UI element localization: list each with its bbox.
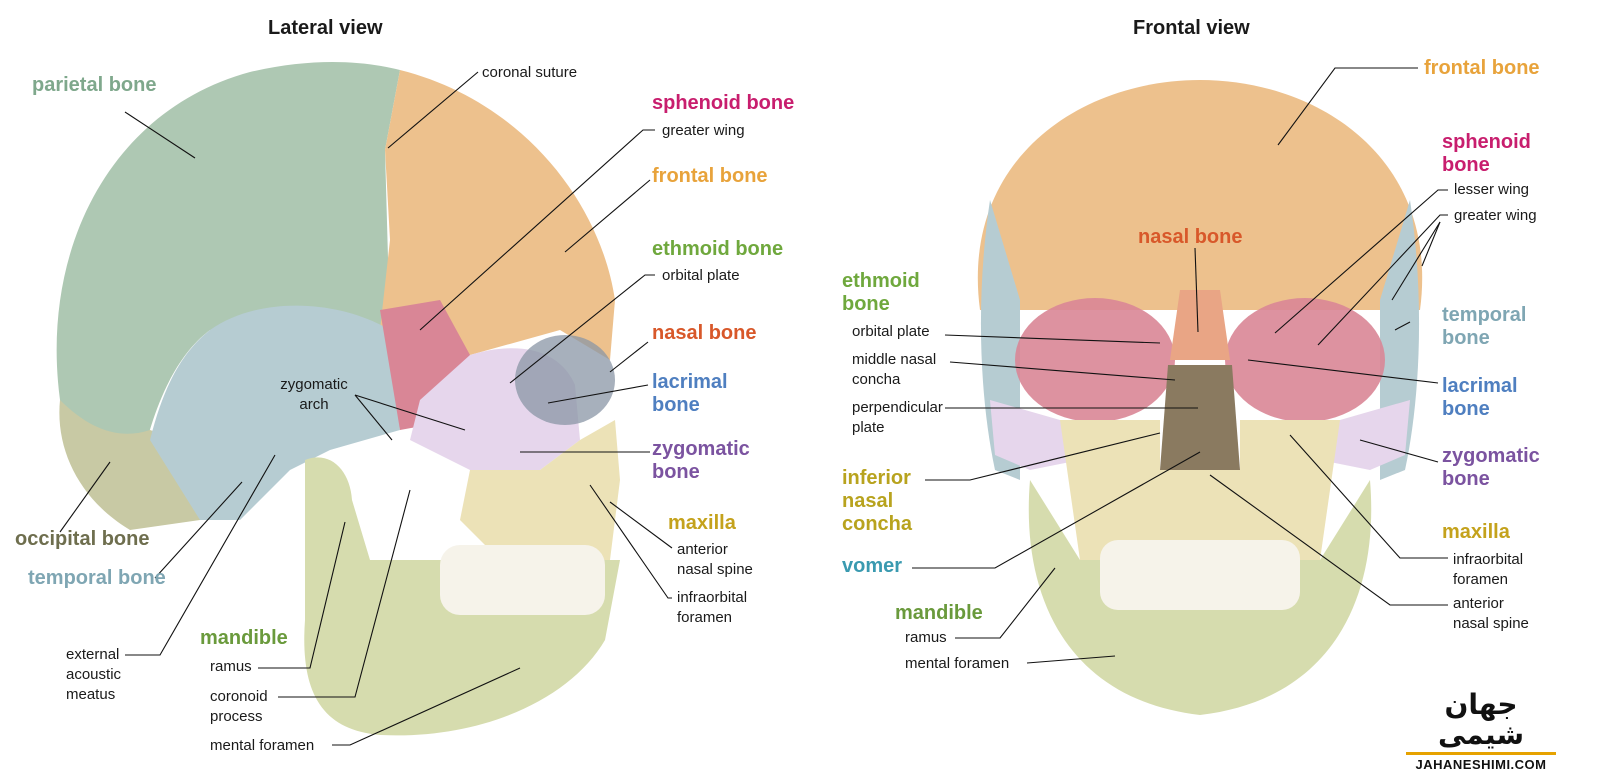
lateral-orbit [515,335,615,425]
frontal-zygomatic-left [990,400,1080,470]
lateral-anterior-nasal-spine-label: anterior nasal spine [677,541,753,578]
frontal-zygomatic-bone-label: zygomatic bone [1442,445,1540,490]
lateral-maxilla-region [460,420,620,560]
lateral-ramus-label: ramus [210,658,252,675]
frontal-temporal-bone-label: temporal bone [1442,304,1527,349]
frontal-ramus-label: ramus [905,629,947,646]
site-logo: جهان شیمی JAHANESHIMI.COM [1398,690,1564,772]
lateral-mental-foramen-label: mental foramen [210,737,315,754]
lateral-frontal-region [380,70,615,360]
logo-latin-text: JAHANESHIMI.COM [1415,757,1547,772]
frontal-skull [977,80,1423,715]
frontal-orbit-left [1015,298,1175,422]
frontal-zygomatic-right [1320,400,1410,470]
lateral-temporal-bone-label: temporal bone [28,567,166,589]
frontal-mental-foramen-label: mental foramen [905,655,1010,672]
frontal-ethmoid-bone-label: ethmoid bone [842,270,920,315]
frontal-frontal-bone-label: frontal bone [1424,57,1540,79]
lateral-lacrimal-bone-label: lacrimal bone [652,371,728,416]
lateral-orbital-plate-label: orbital plate [662,267,740,284]
frontal-middle-nasal-concha-label: middle nasal concha [852,351,937,388]
logo-divider [1406,752,1556,755]
lateral-coronal-suture-label: coronal suture [482,64,578,81]
frontal-perpendicular-plate-label: perpendicular plate [852,399,943,436]
frontal-teeth [1100,540,1300,610]
frontal-inferior-nasal-concha-label: inferior nasal concha [842,467,913,535]
lateral-occipital-bone-label: occipital bone [15,528,150,550]
frontal-view-title: Frontal view [1133,17,1250,39]
lateral-view-title: Lateral view [268,17,383,39]
logo-persian-text: جهان شیمی [1437,688,1525,751]
lateral-sphenoid-bone-label: sphenoid bone [652,92,795,114]
frontal-greater-wing-label: greater wing [1454,207,1537,224]
frontal-maxilla-label: maxilla [1442,521,1510,543]
lateral-temporal-region [150,305,400,520]
frontal-anterior-nasal-spine-label: anterior nasal spine [1453,595,1529,632]
lateral-greater-wing-label: greater wing [662,122,745,139]
lateral-zygomatic-bone-label: zygomatic bone [652,438,750,483]
lateral-parietal-bone-label: parietal bone [32,74,157,96]
frontal-bone-region [977,80,1423,310]
lateral-external-acoustic-meatus-label: external acoustic meatus [66,646,122,703]
frontal-orbital-plate-label: orbital plate [852,323,930,340]
frontal-lesser-wing-label: lesser wing [1454,181,1530,198]
lateral-ethmoid-bone-label: ethmoid bone [652,238,784,260]
frontal-maxilla-region [1060,420,1340,560]
frontal-vomer-label: vomer [842,555,903,577]
frontal-orbit-right [1225,298,1385,422]
frontal-nasal-bone-label: nasal bone [1138,226,1243,248]
frontal-nasal-cavity [1160,365,1240,470]
lateral-frontal-bone-label: frontal bone [652,165,768,187]
frontal-nasal-region [1170,290,1230,360]
lateral-teeth [440,545,605,615]
lateral-nasal-bone-label: nasal bone [652,322,757,344]
frontal-lacrimal-bone-label: lacrimal bone [1442,375,1518,420]
lateral-coronoid-process-label: coronoid process [210,688,268,725]
frontal-mandible-label: mandible [895,602,983,624]
lateral-mandible-label: mandible [200,627,288,649]
lateral-parietal-region [56,62,401,470]
lateral-skull [56,62,620,736]
frontal-infraorbital-foramen-label: infraorbital foramen [1453,551,1524,588]
lateral-infraorbital-foramen-label: infraorbital foramen [677,589,748,626]
lateral-zygomatic-arch-label: zygomatic arch [280,376,348,413]
lateral-occipital-region [59,400,211,530]
lateral-maxilla-label: maxilla [668,512,736,534]
leader-lines [59,67,1448,746]
frontal-sphenoid-bone-label: sphenoid bone [1442,131,1531,176]
